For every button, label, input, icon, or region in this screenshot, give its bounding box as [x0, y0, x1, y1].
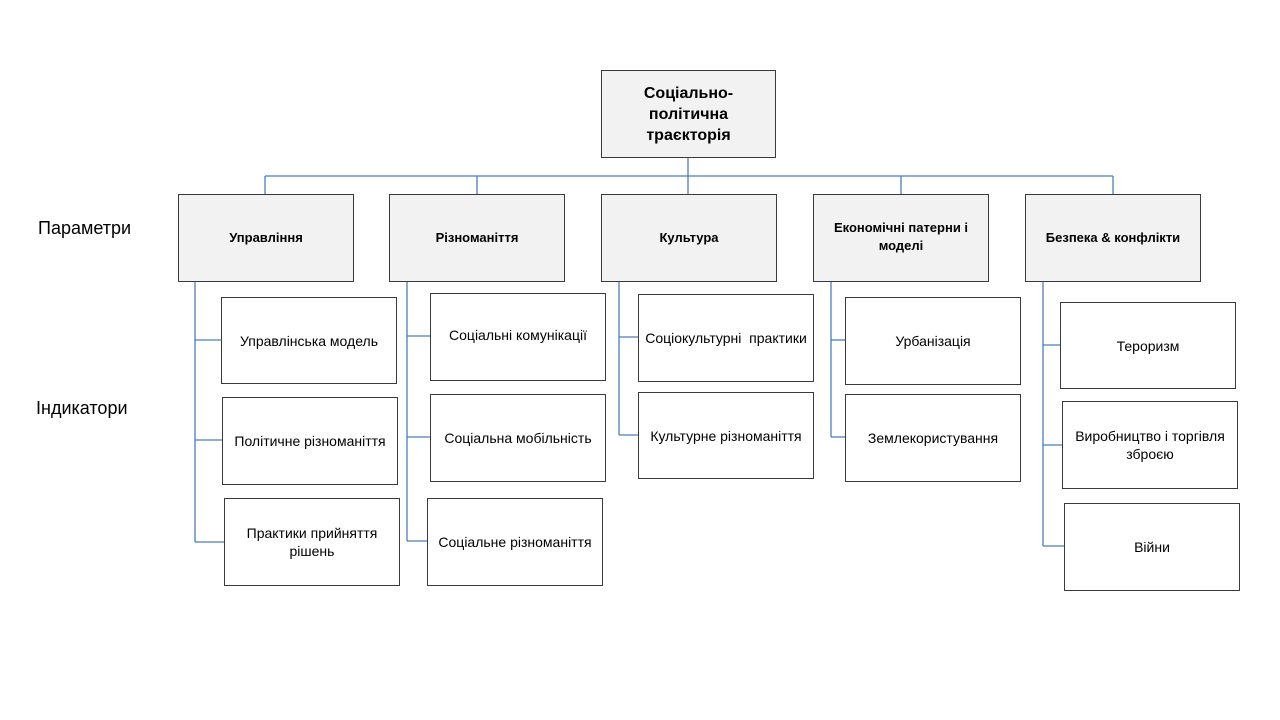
indicator-label: Урбанізація	[895, 333, 971, 349]
indicator-label: Соціальні комунікації	[449, 327, 587, 343]
parameter-node-diversity: Різноманіття	[389, 194, 565, 282]
parameter-label: Різноманіття	[435, 230, 519, 245]
indicator-node: Землекористування	[845, 394, 1021, 482]
root-label: Соціально-політична траєкторія	[643, 84, 734, 144]
indicator-node: Урбанізація	[845, 297, 1021, 385]
indicator-node: Війни	[1064, 503, 1240, 591]
parameter-label: Безпека & конфлікти	[1045, 230, 1181, 245]
indicator-node: Культурне різноманіття	[638, 392, 814, 479]
indicator-node: Соціокультурні практики	[638, 294, 814, 382]
parameter-label: Культура	[659, 230, 719, 245]
parameter-node-governance: Управління	[178, 194, 354, 282]
indicator-label: Соціальна мобільність	[444, 430, 592, 446]
parameter-node-economic: Економічні патерни і моделі	[813, 194, 989, 282]
parameters-side-label: Параметри	[38, 218, 132, 238]
indicator-label: Соціальне різноманіття	[438, 534, 592, 550]
indicator-label: Практики прийняття рішень	[246, 525, 378, 559]
parameter-label: Управління	[229, 230, 303, 245]
indicator-node: Політичне різноманіття	[222, 397, 398, 485]
root-node: Соціально-політична траєкторія	[601, 70, 776, 158]
parameter-node-culture: Культура	[601, 194, 777, 282]
indicator-node: Соціальна мобільність	[430, 394, 606, 482]
indicator-label: Культурне різноманіття	[650, 427, 802, 444]
indicator-label: Тероризм	[1116, 337, 1180, 354]
indicator-label: Політичне різноманіття	[234, 433, 386, 449]
indicator-node: Соціальне різноманіття	[427, 498, 603, 586]
indicators-side-label: Індикатори	[36, 398, 128, 418]
parameter-label: Економічні патерни і моделі	[833, 220, 969, 253]
indicator-label: Війни	[1134, 539, 1170, 555]
indicator-node: Соціальні комунікації	[430, 293, 606, 381]
indicator-node: Практики прийняття рішень	[224, 498, 400, 586]
indicator-label: Землекористування	[867, 430, 999, 446]
parameter-node-security: Безпека & конфлікти	[1025, 194, 1201, 282]
indicator-node: Управлінська модель	[221, 297, 397, 384]
indicator-node: Тероризм	[1060, 302, 1236, 389]
indicator-label: Соціокультурні практики	[645, 330, 807, 346]
indicator-label: Виробництво і торгівля зброєю	[1075, 428, 1225, 462]
indicator-node: Виробництво і торгівля зброєю	[1062, 401, 1238, 489]
indicator-label: Управлінська модель	[239, 332, 378, 349]
